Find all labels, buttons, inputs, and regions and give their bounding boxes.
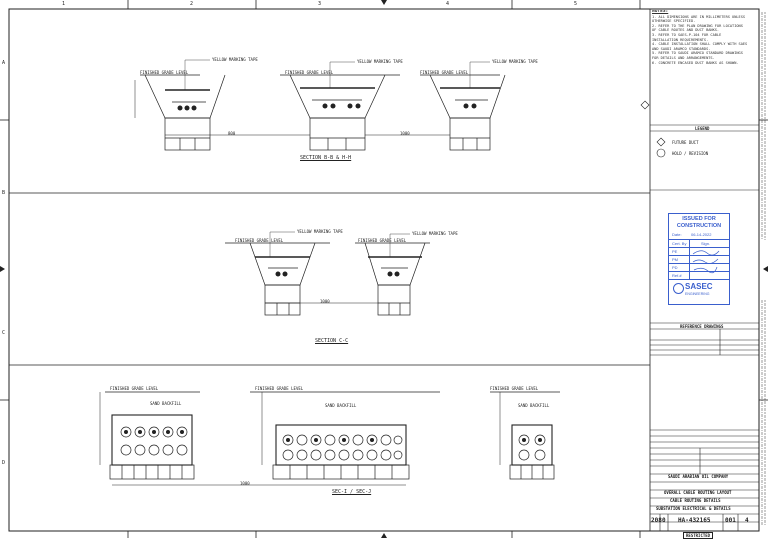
note-line: 3. REFER TO SAES-P-104 FOR CABLE bbox=[652, 32, 722, 37]
stamp-row-pd: PD bbox=[672, 265, 678, 270]
stamp-brand-sub: ENGINEERING bbox=[685, 292, 710, 296]
legend-heading: LEGEND bbox=[695, 126, 710, 131]
stamp-date-label: Date: bbox=[672, 232, 682, 237]
col-mark-4: 4 bbox=[446, 1, 450, 7]
sand-label-1: SAND BACKFILL bbox=[150, 401, 182, 406]
dim-label-3: 1000 bbox=[320, 299, 330, 304]
row-mark-b: B bbox=[2, 190, 6, 196]
note-line: OF CABLE ROUTES AND DUCT BANKS. bbox=[652, 28, 720, 33]
stamp-row-pm: PM bbox=[672, 257, 678, 262]
tape-label-3: YELLOW MARKING TAPE bbox=[492, 59, 538, 64]
grade-label-8: FINISHED GRADE LEVEL bbox=[490, 386, 539, 391]
stamp-row-pe: PE bbox=[672, 249, 678, 254]
note-line: 2. REFER TO THE PLAN DRAWING FOR LOCATIO… bbox=[652, 23, 743, 28]
sand-label-3: SAND BACKFILL bbox=[518, 403, 550, 408]
section-i-j-title: SEC-I / SEC-J bbox=[332, 489, 372, 495]
row-mark-d: D bbox=[2, 460, 6, 466]
note-line: INSTALLATION REQUIREMENTS. bbox=[652, 37, 709, 42]
grade-label-4: FINISHED GRADE LEVEL bbox=[235, 238, 284, 243]
note-line: AND SAUDI ARAMCO STANDARDS. bbox=[652, 46, 711, 51]
grade-label-2: FINISHED GRADE LEVEL bbox=[285, 70, 334, 75]
grade-label-1: FINISHED GRADE LEVEL bbox=[140, 70, 189, 75]
section-i-j-ducts bbox=[120, 426, 546, 461]
reference-drawings-heading: REFERENCE DRAWINGS bbox=[680, 324, 724, 329]
col-mark-1: 1 bbox=[62, 1, 66, 7]
section-c-c-cables bbox=[275, 271, 400, 277]
drawing-title-3: SUBSTATION ELECTRICAL & DETAILS bbox=[656, 506, 731, 511]
col-mark-3: 3 bbox=[318, 1, 322, 7]
col-mark-5: 5 bbox=[574, 1, 578, 7]
drawing-title-1: OVERALL CABLE ROUTING LAYOUT bbox=[664, 490, 732, 495]
note-line: OTHERWISE SPECIFIED. bbox=[652, 19, 696, 24]
note-line: FOR DETAILS AND ARRANGEMENTS. bbox=[652, 55, 715, 60]
grade-label-6: FINISHED GRADE LEVEL bbox=[110, 386, 159, 391]
note-line: 4. CABLE INSTALLATION SHALL COMPLY WITH … bbox=[652, 42, 748, 47]
tape-label-2: YELLOW MARKING TAPE bbox=[357, 59, 403, 64]
stamp-row-ref: Ref.# bbox=[672, 273, 682, 278]
section-b-b-cables bbox=[177, 103, 477, 111]
section-b-b-title: SECTION B-B & H-H bbox=[300, 155, 352, 161]
legend-item-future-duct: FUTURE DUCT bbox=[672, 140, 699, 145]
duct-cables bbox=[124, 430, 542, 442]
note-line: 6. CONCRETE ENCASED DUCT BANKS AS SHOWN. bbox=[652, 60, 739, 65]
right-panel-frames bbox=[650, 124, 759, 531]
sasec-logo-icon bbox=[673, 283, 684, 294]
note-line: 1. ALL DIMENSIONS ARE IN MILLIMETERS UNL… bbox=[652, 14, 746, 19]
stamp-title-2: CONSTRUCTION bbox=[676, 223, 722, 229]
legend-symbols bbox=[656, 137, 666, 158]
stamp-signatures bbox=[692, 250, 720, 274]
sheet-of: 4 bbox=[745, 517, 749, 524]
grade-label-7: FINISHED GRADE LEVEL bbox=[255, 386, 304, 391]
plant-number: 208 bbox=[651, 517, 662, 524]
stamp-col-sign: Sign. bbox=[701, 241, 711, 246]
notes-block: NOTES: 1. ALL DIMENSIONS ARE IN MILLIMET… bbox=[652, 10, 752, 65]
section-b-b-drawing bbox=[134, 59, 506, 151]
note-line: 5. REFER TO SAUDI ARAMCO STANDARD DRAWIN… bbox=[652, 51, 743, 56]
stamp-brand: SASEC bbox=[685, 282, 713, 291]
section-i-j-drawing bbox=[99, 391, 560, 486]
dim-label-2: 1000 bbox=[400, 131, 410, 136]
row-mark-c: C bbox=[2, 330, 6, 336]
dim-label-4: 1000 bbox=[240, 481, 250, 486]
tape-label-4: YELLOW MARKING TAPE bbox=[297, 229, 343, 234]
tape-label-5: YELLOW MARKING TAPE bbox=[412, 231, 458, 236]
issued-for-construction-stamp: ISSUED FOR CONSTRUCTION Date: 06-14-2022… bbox=[668, 213, 730, 305]
drawing-title-2: CABLE ROUTING DETAILS bbox=[670, 498, 721, 503]
sand-label-2: SAND BACKFILL bbox=[325, 403, 357, 408]
section-c-c-drawing bbox=[225, 231, 430, 316]
company-name: SAUDI ARABIAN OIL COMPANY bbox=[668, 474, 729, 479]
notes-heading: NOTES: bbox=[652, 10, 669, 14]
row-mark-a: A bbox=[2, 60, 6, 66]
tape-label-1: YELLOW MARKING TAPE bbox=[212, 57, 258, 62]
legend-item-hold: HOLD / REVISION bbox=[672, 151, 709, 156]
stamp-col-cert: Cert. By bbox=[672, 241, 687, 246]
note-marker bbox=[640, 100, 650, 110]
section-c-c-title: SECTION C-C bbox=[315, 338, 349, 344]
grade-label-5: FINISHED GRADE LEVEL bbox=[358, 238, 407, 243]
stamp-title-1: ISSUED FOR bbox=[682, 216, 716, 222]
dim-label-1: 800 bbox=[228, 131, 236, 136]
grade-label-3: FINISHED GRADE LEVEL bbox=[420, 70, 469, 75]
right-margin-text bbox=[761, 12, 766, 525]
revision-number: 0 bbox=[662, 517, 666, 524]
col-mark-2: 2 bbox=[190, 1, 194, 7]
stamp-date: 06-14-2022 bbox=[691, 232, 712, 237]
sheet-number: 001 bbox=[725, 517, 736, 524]
drawing-number: HA-432165 bbox=[678, 517, 711, 524]
